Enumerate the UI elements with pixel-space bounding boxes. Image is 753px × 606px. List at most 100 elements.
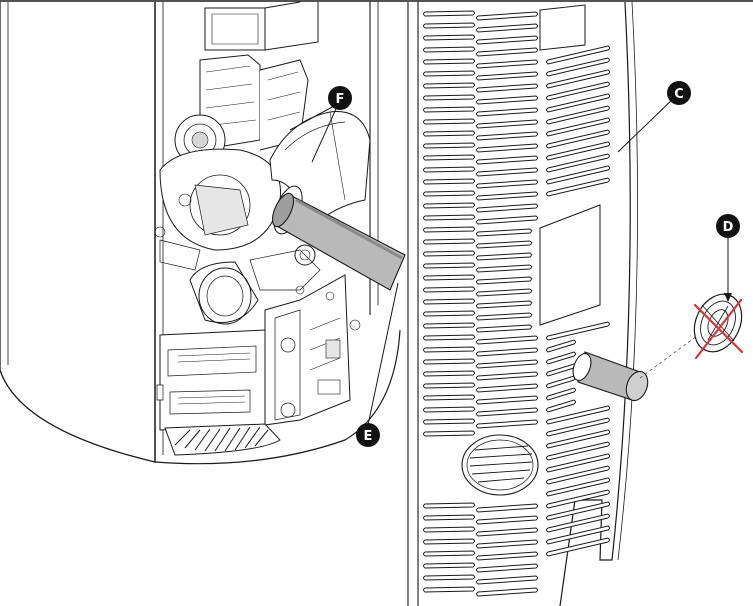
stove-frame [154,2,401,465]
panel-slot [546,57,610,77]
panel-slot [546,429,610,449]
not-allowed-cross-icon [693,298,744,360]
panel-slot [546,105,610,125]
panel-slot [423,70,475,77]
bottom-grate [164,423,281,456]
panel-slot [476,47,538,57]
panel-slot [546,465,610,485]
panel-slot [546,399,576,413]
panel-slot [423,502,475,509]
alignment-dashed-line [639,329,706,379]
panel-slot [476,407,538,417]
panel-slot [546,351,576,365]
panel-slot [423,358,475,365]
panel-slot [476,371,538,381]
panel-slot [476,203,538,213]
pipe-e [271,192,406,291]
panel-slot [423,214,475,221]
panel-slot [546,45,610,65]
panel-slot [476,131,538,141]
panel-slot [423,190,475,197]
panel-slot [423,106,475,113]
callout-d: D [716,214,740,238]
panel-slot [476,95,538,105]
panel-slot [476,276,532,285]
grille-guard-icon [693,293,743,353]
panel-slot [546,387,576,401]
panel-slot [476,288,532,297]
panel-slot [476,527,538,537]
panel-slot [423,262,475,269]
panel-slot [476,359,538,369]
arrow-head-d [724,293,732,302]
panel-slot [423,298,475,305]
panel-slot [546,477,610,497]
panel-slot [423,514,475,521]
panel-slot [423,142,475,149]
panel-slot [546,513,610,533]
panel-slot [423,562,475,569]
callout-c-label: C [674,87,684,102]
panel-slot [546,441,610,461]
panel-slot [423,394,475,401]
panel-slot [476,539,538,549]
panel-slot [476,71,538,81]
panel-slot [476,167,538,177]
panel-slot [423,154,475,161]
panel-slot [423,322,475,329]
cover-panel-c [407,1,638,606]
panel-slot [423,58,475,65]
panel-slot [546,525,610,545]
panel-slot [476,215,538,225]
panel-slot [546,129,610,149]
callout-e-label: E [364,429,373,444]
panel-slot [423,370,475,377]
panel-slot [423,538,475,545]
panel-slot [476,383,538,393]
panel-slot [476,107,538,117]
panel-slot [476,23,538,33]
panel-slot [423,250,475,257]
panel-slot [546,417,610,437]
panel-slot [423,550,475,557]
panel-slot [423,118,475,125]
panel-slot [476,11,538,21]
panel-slot [476,575,538,585]
panel-slot [546,363,576,377]
panel-slot [546,501,610,521]
panel-slot [476,155,538,165]
panel-slot [423,226,475,233]
panel-slot [476,143,538,153]
panel-slot [423,22,475,29]
callout-c: C [667,81,691,105]
panel-slot [546,81,610,101]
stove-mechanism [154,1,371,431]
panel-slot [423,418,475,425]
panel-slot [476,179,538,189]
panel-slot [423,286,475,293]
panel-slot [546,177,610,197]
panel-slot [423,130,475,137]
panel-slot [476,395,538,405]
panel-slot [476,119,538,129]
panel-slot [476,83,538,93]
panel-slot [423,310,475,317]
panel-slot [546,153,610,173]
panel-slot [423,178,475,185]
panel-slot [546,165,610,185]
panel-slot [423,526,475,533]
panel-slot [476,515,538,525]
panel-slot [546,453,610,473]
panel-slot [476,503,538,513]
panel-slot [423,166,475,173]
panel-slot [476,59,538,69]
callout-d-label: D [723,220,734,235]
panel-slot [476,312,532,321]
panel-slot [423,406,475,413]
panel-slot [476,191,538,201]
panel-slot [546,339,576,353]
panel-slot [476,300,532,309]
panel-slot [423,430,475,437]
